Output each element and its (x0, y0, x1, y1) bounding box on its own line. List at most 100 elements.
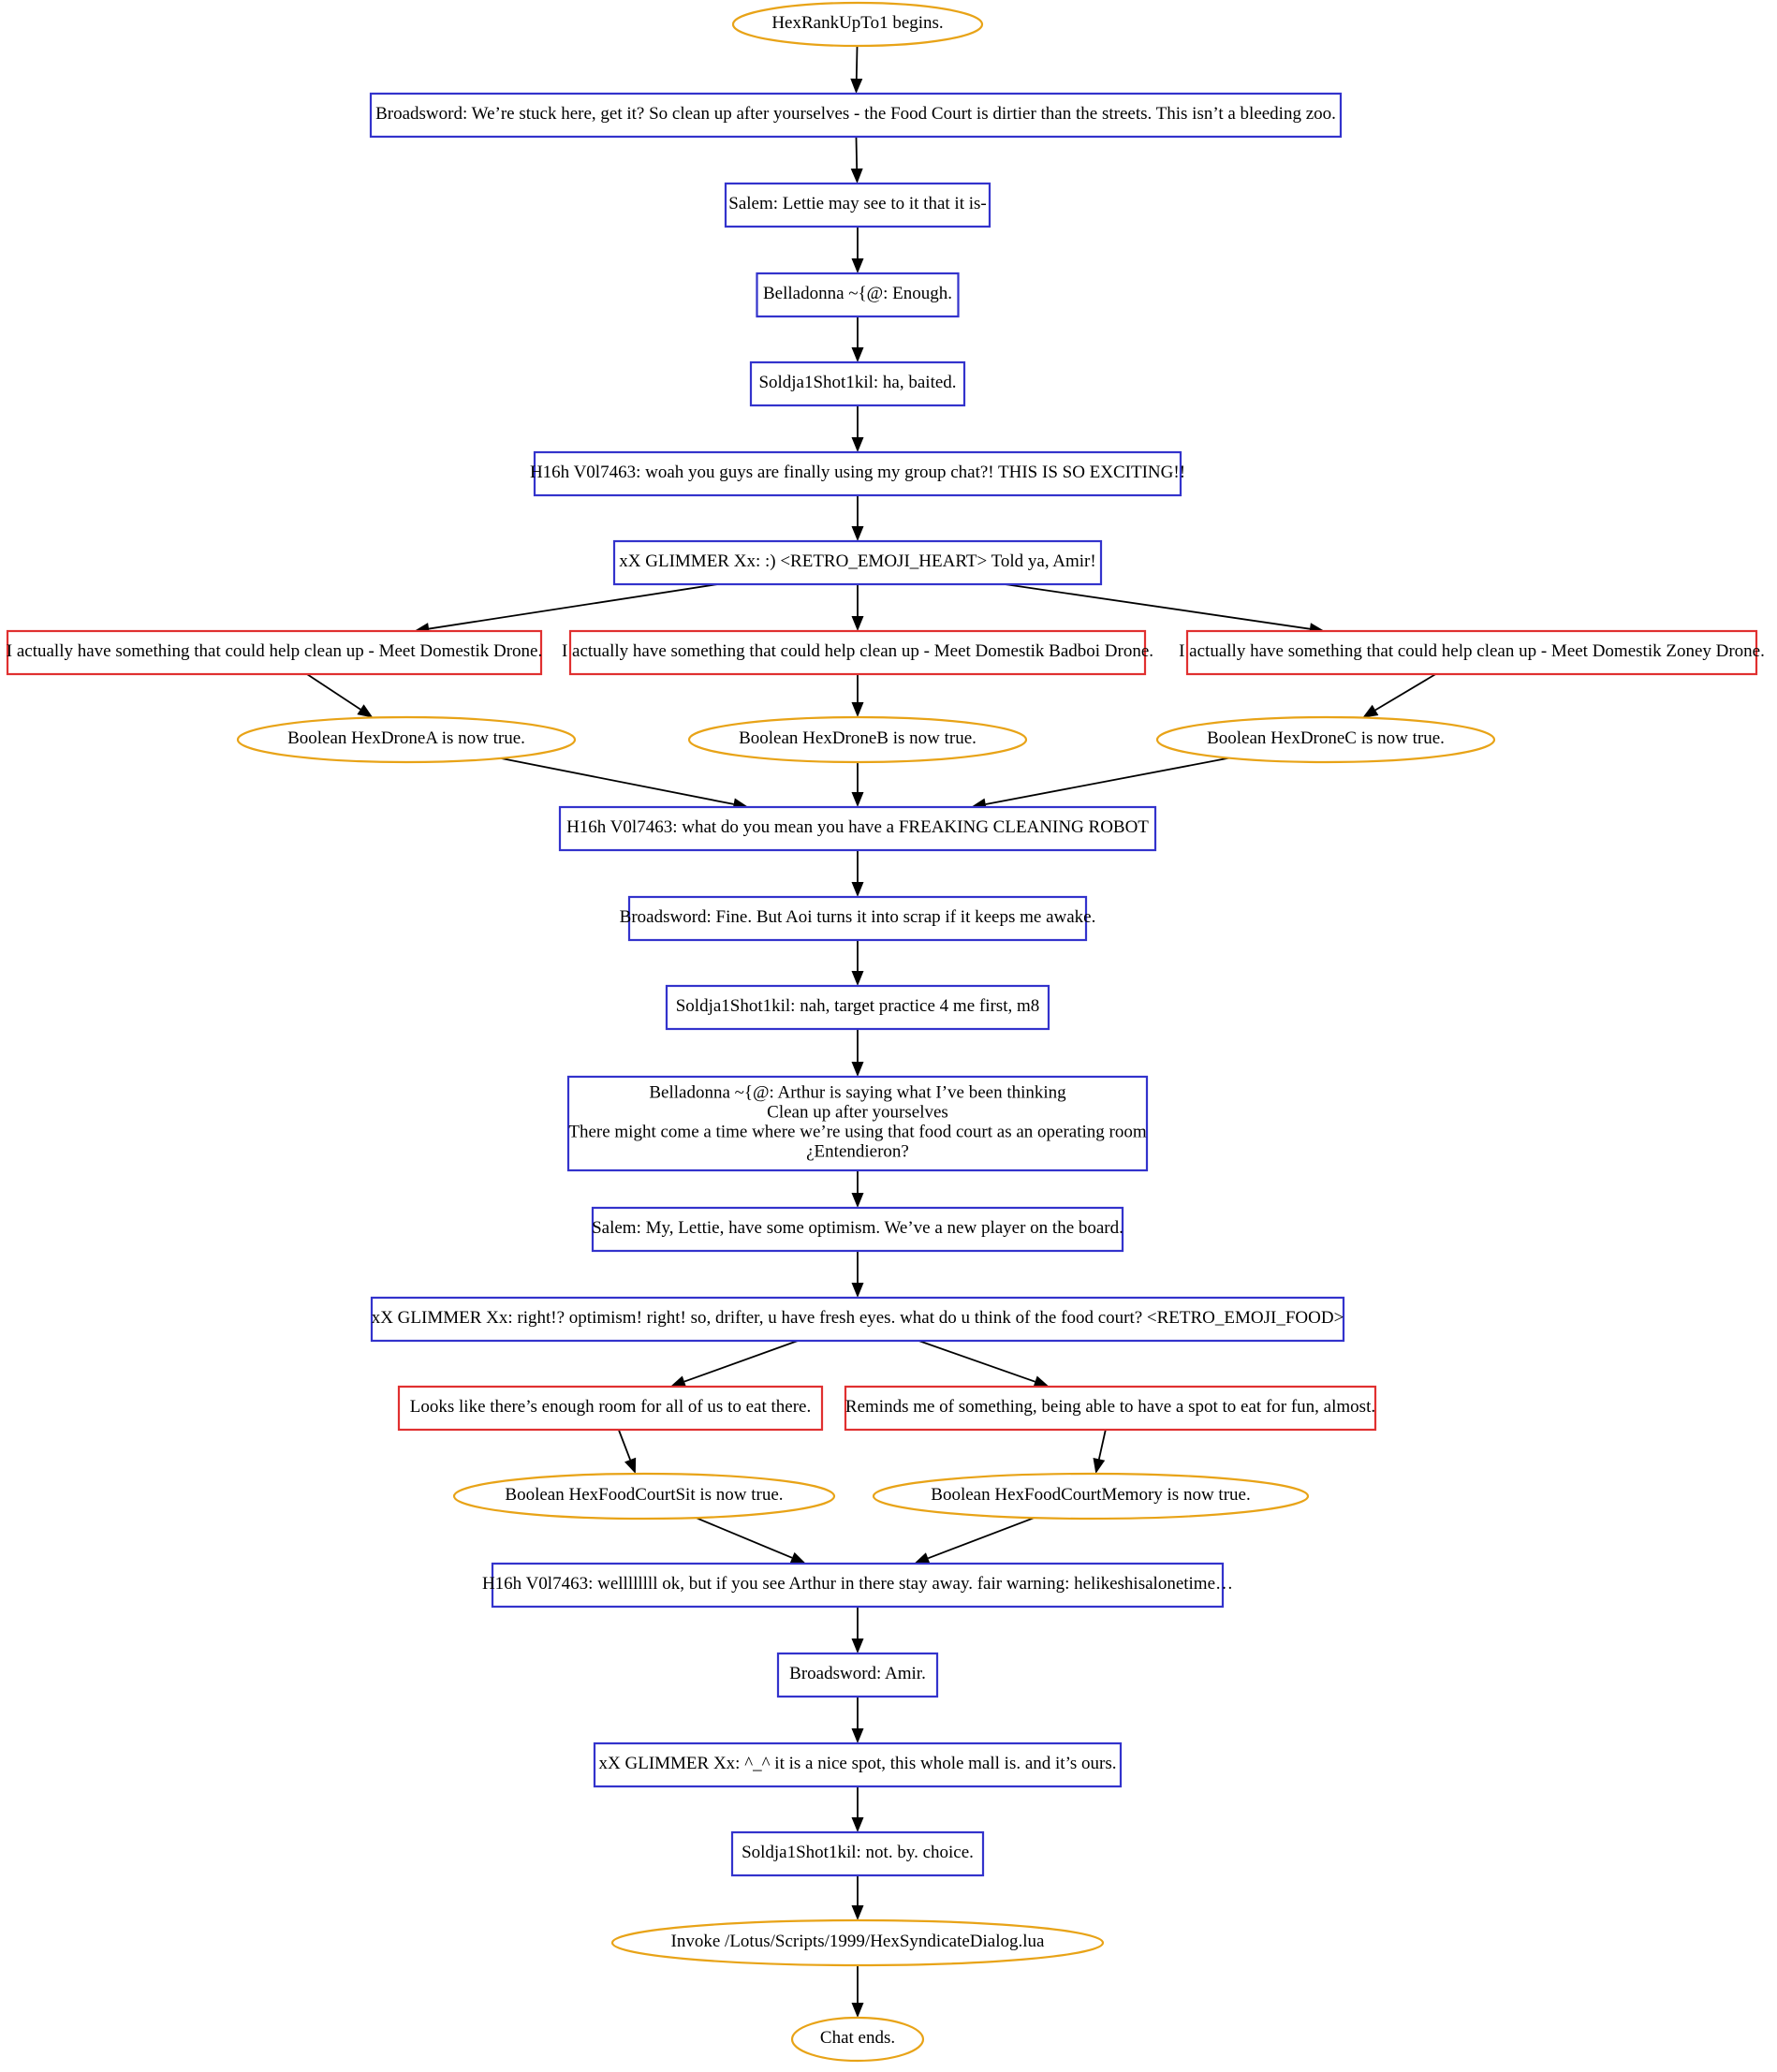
choice-box (1185, 629, 1758, 676)
node-label: Invoke /Lotus/Scripts/1999/HexSyndicateD… (671, 1932, 1046, 1951)
dialogue-box (665, 984, 1050, 1031)
choice-box (844, 1385, 1377, 1432)
edge-glimmer_nicespot-to-soldja_notbychoice (851, 1786, 864, 1832)
event-ellipse (731, 1, 984, 48)
node-label: Belladonna ~{@: Enough. (763, 284, 952, 303)
dialogue-box (370, 1296, 1345, 1343)
node-h16h_cleaningrobot: H16h V0l7463: what do you mean you have … (558, 805, 1157, 852)
edge-glimmer_toldya-to-choice_drone_b (851, 584, 864, 631)
node-soldja_baited: Soldja1Shot1kil: ha, baited. (749, 360, 966, 407)
node-label: xX GLIMMER Xx: :) <RETRO_EMOJI_HEART> To… (619, 551, 1095, 571)
dialogue-box (566, 1075, 1149, 1172)
node-label: Belladonna ~{@: Arthur is saying what I’… (568, 1083, 1147, 1162)
node-label: Boolean HexFoodCourtMemory is now true. (931, 1485, 1250, 1505)
dialogue-box (558, 805, 1157, 852)
node-choice_drone_a[interactable]: I actually have something that could hel… (6, 629, 543, 676)
edge-soldja_target-to-belladonna_arthur (851, 1029, 864, 1077)
edge-salem_optimism-to-glimmer_freshEyes (851, 1251, 864, 1298)
event-ellipse (1155, 715, 1496, 764)
dialogue-box (593, 1741, 1123, 1788)
dialogue-box (724, 182, 991, 228)
choice-box (6, 629, 543, 676)
event-ellipse (452, 1472, 836, 1521)
dialogue-box (730, 1830, 985, 1877)
choice-box (568, 629, 1147, 676)
node-choice_room_to_eat[interactable]: Looks like there’s enough room for all o… (397, 1385, 824, 1432)
dialogue-box (533, 450, 1182, 497)
node-label: H16h V0l7463: woah you guys are finally … (530, 463, 1185, 482)
node-label: Boolean HexFoodCourtSit is now true. (505, 1485, 783, 1505)
node-salem_optimism: Salem: My, Lettie, have some optimism. W… (591, 1206, 1124, 1253)
edge-belladonna_arthur-to-salem_optimism (851, 1170, 864, 1208)
edge-invoke_script-to-chat_ends (851, 1965, 864, 2018)
node-label: Salem: My, Lettie, have some optimism. W… (592, 1218, 1123, 1238)
edge-bool_drone_a-to-h16h_cleaningrobot (500, 757, 749, 811)
dialogue-box (369, 92, 1343, 139)
edge-bool_drone_c-to-h16h_cleaningrobot (971, 757, 1229, 811)
node-label: H16h V0l7463: wellllllll ok, but if you … (482, 1574, 1233, 1594)
node-label: Looks like there’s enough room for all o… (410, 1397, 811, 1417)
node-choice_reminds_me[interactable]: Reminds me of something, being able to h… (844, 1385, 1377, 1432)
node-bool_drone_a: Boolean HexDroneA is now true. (236, 715, 577, 764)
edge-layer (306, 45, 1436, 2018)
node-label: H16h V0l7463: what do you mean you have … (566, 817, 1149, 837)
edge-choice_drone_c-to-bool_drone_c (1362, 673, 1436, 718)
edge-soldja_notbychoice-to-invoke_script (851, 1875, 864, 1920)
dialogue-box (776, 1652, 939, 1698)
node-start: HexRankUpTo1 begins. (731, 1, 984, 48)
node-bool_foodcourt_sit: Boolean HexFoodCourtSit is now true. (452, 1472, 836, 1521)
event-ellipse (687, 715, 1028, 764)
node-bool_drone_c: Boolean HexDroneC is now true. (1155, 715, 1496, 764)
node-label: xX GLIMMER Xx: right!? optimism! right! … (372, 1308, 1344, 1328)
node-invoke_script: Invoke /Lotus/Scripts/1999/HexSyndicateD… (610, 1918, 1105, 1967)
edge-broadsword_stuck-to-salem_lettie (850, 136, 863, 184)
node-h16h_fairwarning: H16h V0l7463: wellllllll ok, but if you … (482, 1562, 1233, 1609)
dialogue-box (627, 895, 1088, 942)
node-glimmer_toldya: xX GLIMMER Xx: :) <RETRO_EMOJI_HEART> To… (612, 539, 1103, 586)
node-broadsword_fine: Broadsword: Fine. But Aoi turns it into … (620, 895, 1095, 942)
dialogue-box (591, 1206, 1124, 1253)
node-label: I actually have something that could hel… (562, 641, 1153, 661)
edge-choice_room_to_eat-to-bool_foodcourt_sit (617, 1429, 637, 1475)
node-choice_drone_c[interactable]: I actually have something that could hel… (1179, 629, 1765, 676)
node-label: Soldja1Shot1kil: nah, target practice 4 … (676, 996, 1040, 1016)
node-choice_drone_b[interactable]: I actually have something that could hel… (562, 629, 1153, 676)
dialogue-box (491, 1562, 1225, 1609)
node-bool_drone_b: Boolean HexDroneB is now true. (687, 715, 1028, 764)
node-belladonna_arthur: Belladonna ~{@: Arthur is saying what I’… (566, 1075, 1149, 1172)
edge-h16h_groupchat-to-glimmer_toldya (851, 495, 864, 541)
edge-belladonna_enough-to-soldja_baited (851, 316, 864, 362)
node-broadsword_amir: Broadsword: Amir. (776, 1652, 939, 1698)
edge-glimmer_toldya-to-choice_drone_c (1005, 583, 1325, 636)
node-broadsword_stuck: Broadsword: We’re stuck here, get it? So… (369, 92, 1343, 139)
dialogue-box (749, 360, 966, 407)
edge-choice_drone_a-to-bool_drone_a (306, 673, 374, 718)
node-label: Soldja1Shot1kil: not. by. choice. (742, 1843, 974, 1862)
node-soldja_target: Soldja1Shot1kil: nah, target practice 4 … (665, 984, 1050, 1031)
edge-glimmer_freshEyes-to-choice_reminds_me (918, 1340, 1050, 1388)
node-soldja_notbychoice: Soldja1Shot1kil: not. by. choice. (730, 1830, 985, 1877)
edge-h16h_cleaningrobot-to-broadsword_fine (851, 850, 864, 897)
node-label: Boolean HexDroneA is now true. (287, 728, 525, 748)
edge-soldja_baited-to-h16h_groupchat (851, 405, 864, 452)
edge-broadsword_amir-to-glimmer_nicespot (851, 1697, 864, 1743)
edge-bool_foodcourt_memory-to-h16h_fairwarning (914, 1517, 1035, 1565)
event-ellipse (872, 1472, 1310, 1521)
edge-bool_drone_b-to-h16h_cleaningrobot (851, 762, 864, 807)
node-label: Soldja1Shot1kil: ha, baited. (758, 373, 956, 392)
node-belladonna_enough: Belladonna ~{@: Enough. (756, 272, 960, 318)
edge-h16h_fairwarning-to-broadsword_amir (851, 1607, 864, 1653)
node-label: xX GLIMMER Xx: ^_^ it is a nice spot, th… (599, 1754, 1117, 1773)
dialogue-box (756, 272, 960, 318)
node-glimmer_nicespot: xX GLIMMER Xx: ^_^ it is a nice spot, th… (593, 1741, 1123, 1788)
edge-start-to-broadsword_stuck (850, 45, 863, 94)
node-glimmer_freshEyes: xX GLIMMER Xx: right!? optimism! right! … (370, 1296, 1345, 1343)
edge-salem_lettie-to-belladonna_enough (851, 227, 864, 273)
node-label: Broadsword: We’re stuck here, get it? So… (375, 104, 1336, 124)
node-layer: HexRankUpTo1 begins. Broadsword: We’re st… (6, 1, 1765, 2063)
node-label: HexRankUpTo1 begins. (771, 13, 943, 33)
node-bool_foodcourt_memory: Boolean HexFoodCourtMemory is now true. (872, 1472, 1310, 1521)
edge-choice_reminds_me-to-bool_foodcourt_memory (1093, 1429, 1107, 1475)
